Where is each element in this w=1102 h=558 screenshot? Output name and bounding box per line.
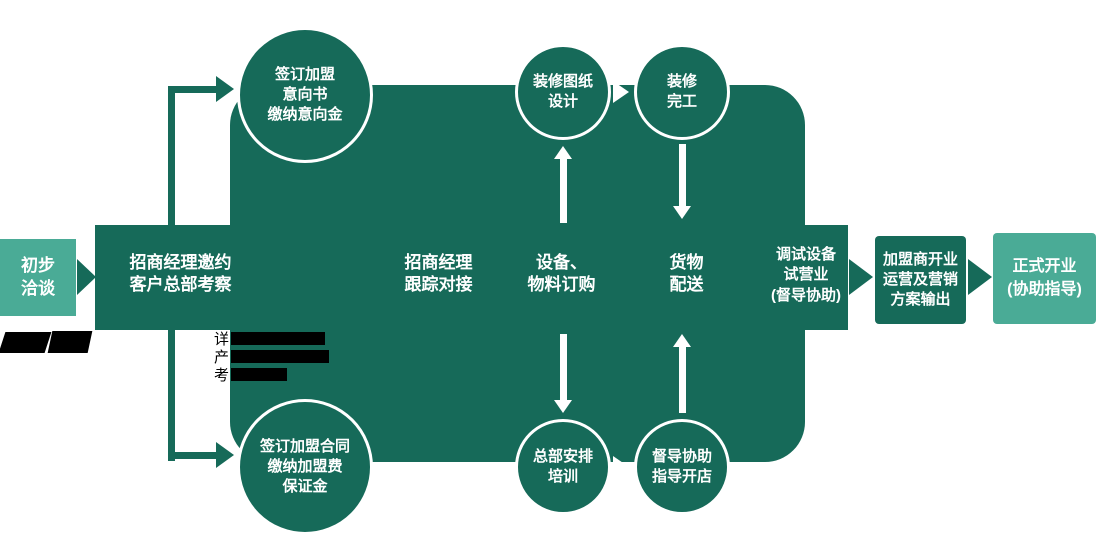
- arrow-design-to-done-icon: [613, 81, 629, 103]
- circle-letter-of-intent-label: 签订加盟 意向书 缴纳意向金: [267, 65, 343, 124]
- cropped-mark-right: [47, 331, 93, 353]
- circle-store-opening-guide-label: 督导协助 指导开店: [651, 447, 712, 485]
- redacted-note-line-3: 考: [214, 365, 354, 384]
- arrow-training-to-guide-icon: [613, 456, 629, 478]
- circle-contract-label: 签订加盟合同 缴纳加盟费 保证金: [259, 437, 350, 496]
- circle-construction-done-label: 装修 完工: [666, 72, 697, 110]
- arrow-up-left-head-icon: [216, 76, 234, 102]
- step-trial-label: 调试设备 试营业 (督导协助): [771, 246, 841, 304]
- opening-support-box: 加盟商开业 运营及营销 方案输出: [875, 236, 966, 324]
- circle-contract: 签订加盟合同 缴纳加盟费 保证金: [237, 399, 373, 535]
- start-box: 初步 洽谈: [0, 239, 76, 316]
- arrow-up-left-horizontal: [168, 86, 218, 93]
- arrow-band-to-training-bar: [560, 334, 567, 400]
- step-invite-label: 招商经理邀约 客户总部考察: [129, 253, 232, 295]
- redaction-bar-3: [231, 367, 288, 381]
- step-delivery-label: 货物 配送: [669, 253, 704, 295]
- circle-design: 装修图纸 设计: [515, 44, 611, 140]
- redaction-bar-2: [231, 349, 330, 363]
- arrow-guide-to-band-head-icon: [673, 334, 691, 347]
- circle-training-label: 总部安排 培训: [532, 447, 593, 485]
- arrow-band-to-training-head-icon: [554, 400, 572, 413]
- start-box-label: 初步 洽谈: [21, 256, 55, 298]
- arrow-up-left-vertical: [168, 89, 175, 229]
- redacted-note: 详 产 考: [214, 329, 354, 384]
- arrow-opening-to-official-icon: [968, 259, 992, 295]
- arrow-start-to-band-icon: [77, 259, 96, 295]
- arrow-band-to-design-head-icon: [554, 146, 572, 159]
- arrow-band-to-opening-icon: [849, 259, 873, 295]
- redacted-note-line-2: 产: [214, 347, 354, 366]
- step-track-label: 招商经理 跟踪对接: [404, 253, 473, 295]
- cropped-mark-left: [0, 332, 52, 353]
- step-equipment-label: 设备、 物料订购: [527, 253, 596, 295]
- circle-construction-done: 装修 完工: [634, 44, 730, 140]
- circle-store-opening-guide: 督导协助 指导开店: [634, 419, 730, 515]
- arrow-done-to-band-head-icon: [673, 206, 691, 219]
- redaction-bar-1: [231, 331, 326, 345]
- arrow-down-left-vertical: [168, 328, 175, 461]
- official-open-box: 正式开业 (协助指导): [993, 233, 1096, 324]
- circle-training: 总部安排 培训: [515, 419, 611, 515]
- redacted-note-line-1: 详: [214, 329, 354, 348]
- circle-design-label: 装修图纸 设计: [532, 72, 593, 110]
- arrow-done-to-band-bar: [679, 144, 686, 206]
- arrow-down-left-horizontal: [168, 452, 218, 459]
- arrow-guide-to-band-bar: [679, 347, 686, 413]
- opening-support-label: 加盟商开业 运营及营销 方案输出: [882, 250, 958, 309]
- circle-letter-of-intent: 签订加盟 意向书 缴纳意向金: [237, 27, 373, 163]
- note-char-1: 详: [214, 330, 230, 348]
- arrow-band-to-design-bar: [560, 159, 567, 223]
- note-char-2: 产: [214, 348, 230, 366]
- official-open-label: 正式开业 (协助指导): [1007, 258, 1082, 298]
- arrow-down-left-head-icon: [216, 442, 234, 468]
- note-char-3: 考: [214, 366, 230, 384]
